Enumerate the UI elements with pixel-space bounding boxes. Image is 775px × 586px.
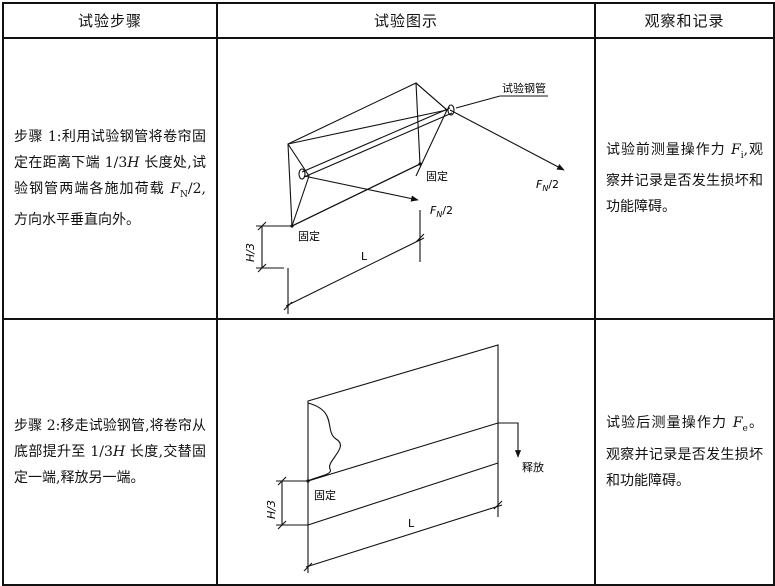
figure-2-cell: 释放 固定 H/3 L <box>216 318 596 586</box>
figure-2-diagram: 释放 固定 H/3 L <box>265 344 544 573</box>
dim-l <box>283 210 425 314</box>
header-observe: 观察和记录 <box>594 2 775 39</box>
label-force-top: FN/2 <box>536 178 559 193</box>
label-force-bottom: FN/2 <box>430 204 453 219</box>
step-2-text: 步骤 2:移走试验钢管,将卷帘从底部提升至 1/3H 长度,交替固定一端,释放另… <box>14 418 207 486</box>
force-arrow-top <box>449 109 565 171</box>
observe-2-text: 试验后测量操作力 Fe。观察并记录是否发生损坏和功能障碍。 <box>606 415 764 489</box>
panel-top-edge <box>287 109 448 145</box>
table-header-row: 试验步骤 试验图示 观察和记录 <box>2 2 775 39</box>
observe-2-cell: 试验后测量操作力 Fe。观察并记录是否发生损坏和功能障碍。 <box>594 318 775 586</box>
curtain-wave <box>307 402 341 482</box>
table-row: 步骤 1:利用试验钢管将卷帘固定在距离下端 1/3H 长度处,试验钢管两端各施加… <box>2 37 775 320</box>
label-l: L <box>408 517 415 530</box>
observe-1-cell: 试验前测量操作力 Fi,观察并记录是否发生损坏和功能障碍。 <box>594 37 775 320</box>
observe-1-text: 试验前测量操作力 Fi,观察并记录是否发生损坏和功能障碍。 <box>606 141 764 216</box>
brace-left <box>287 143 310 227</box>
dim-h3 <box>276 476 308 530</box>
header-step: 试验步骤 <box>2 2 218 39</box>
label-release: 释放 <box>522 460 544 474</box>
label-fixed-bottom: 固定 <box>298 229 320 243</box>
release-arrow <box>498 422 522 458</box>
steel-pipe <box>301 107 453 178</box>
figure-1-cell: 试验钢管 FN/2 FN/2 固定 固定 H/3 L <box>216 37 596 320</box>
figure-1-diagram: 试验钢管 FN/2 FN/2 固定 固定 H/3 L <box>244 81 565 314</box>
header-figure: 试验图示 <box>216 2 596 39</box>
label-h3: H/3 <box>244 243 257 262</box>
dim-l <box>303 463 503 573</box>
label-fixed: 固定 <box>314 488 336 502</box>
step-1-cell: 步骤 1:利用试验钢管将卷帘固定在距离下端 1/3H 长度处,试验钢管两端各施加… <box>2 37 218 320</box>
panel-bottom <box>291 163 421 227</box>
brace-right <box>415 82 448 111</box>
label-fixed-top: 固定 <box>426 169 448 183</box>
table-row: 步骤 2:移走试验钢管,将卷帘从底部提升至 1/3H 长度,交替固定一端,释放另… <box>2 318 775 586</box>
force-arrow-bottom <box>303 175 419 202</box>
curtain-panel <box>307 344 499 482</box>
panel-outline <box>287 82 421 227</box>
dim-h3 <box>256 221 292 273</box>
label-l: L <box>361 250 368 263</box>
curtain-lower <box>307 423 499 526</box>
label-h3: H/3 <box>265 500 278 519</box>
label-steel-pipe: 试验钢管 <box>502 81 546 95</box>
step-2-cell: 步骤 2:移走试验钢管,将卷帘从底部提升至 1/3H 长度,交替固定一端,释放另… <box>2 318 218 586</box>
step-1-text: 步骤 1:利用试验钢管将卷帘固定在距离下端 1/3H 长度处,试验钢管两端各施加… <box>14 128 207 229</box>
